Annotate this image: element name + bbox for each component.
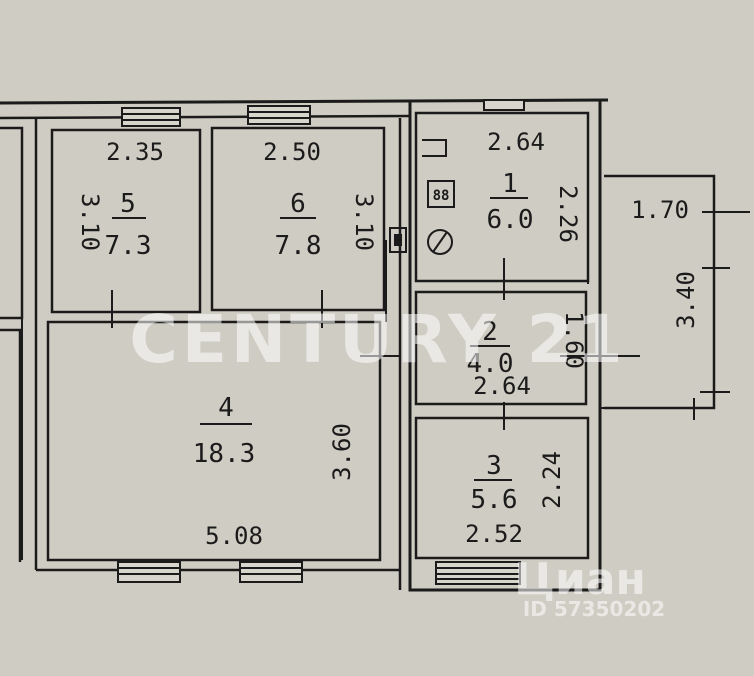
room-6-number: 6 (290, 189, 306, 219)
room-6-area: 7.8 (275, 231, 322, 261)
room-4-depth: 3.60 (328, 423, 356, 481)
room-5-area: 7.3 (105, 231, 152, 261)
boiler-icon (427, 229, 453, 255)
room-2-depth: 1.60 (560, 311, 588, 369)
cian-watermark: Циан (514, 554, 646, 605)
room-4-number: 4 (218, 393, 234, 423)
stove-icon: 88 (427, 180, 455, 208)
room-5-number: 5 (120, 189, 136, 219)
meter-icon (389, 227, 407, 253)
room-1-width: 2.64 (487, 128, 545, 156)
room-6: 2.50 6 7.8 3.10 (263, 138, 378, 261)
room-5-depth: 3.10 (76, 193, 104, 251)
room-1: 2.64 1 6.0 2.26 (487, 128, 582, 243)
window-room-5 (121, 107, 181, 127)
sink-icon (422, 139, 447, 157)
room-1-number: 1 (502, 169, 518, 199)
room-3-area: 5.6 (471, 485, 518, 515)
window-room-4-right (239, 561, 303, 583)
room-4: 4 18.3 5.08 3.60 (193, 393, 356, 550)
room-1-area: 6.0 (487, 205, 534, 235)
room-4-area: 18.3 (193, 439, 256, 469)
annex-width: 1.70 (631, 196, 689, 224)
window-room-6 (247, 105, 311, 125)
fixtures: 88 (389, 139, 455, 255)
room-1-depth: 2.26 (554, 185, 582, 243)
windows (117, 99, 525, 585)
dimension-ticks (111, 211, 750, 430)
room-4-width: 5.08 (205, 522, 263, 550)
century21-watermark: CENTURY 21 (129, 301, 626, 378)
window-room-4-left (117, 561, 181, 583)
annex: 1.70 3.40 (631, 196, 700, 329)
room-3-depth: 2.24 (538, 451, 566, 509)
room-3-number: 3 (486, 451, 502, 481)
window-room-1 (483, 99, 525, 111)
room-2: 2 4.0 2.64 1.60 (467, 311, 588, 400)
room-3: 3 5.6 2.52 2.24 (465, 451, 566, 548)
window-room-3 (435, 561, 521, 585)
room-2-number: 2 (482, 317, 498, 347)
room-3-width: 2.52 (465, 520, 523, 548)
stove-label: 88 (433, 188, 450, 204)
room-2-area: 4.0 (467, 349, 514, 379)
walls (0, 98, 716, 592)
room-5-width: 2.35 (106, 138, 164, 166)
room-6-depth: 3.10 (350, 193, 378, 251)
room-2-width: 2.64 (473, 372, 531, 400)
room-6-width: 2.50 (263, 138, 321, 166)
room-5: 2.35 5 7.3 3.10 (76, 138, 164, 261)
listing-id-watermark: ID 57350202 (523, 597, 665, 621)
annex-depth: 3.40 (672, 271, 700, 329)
